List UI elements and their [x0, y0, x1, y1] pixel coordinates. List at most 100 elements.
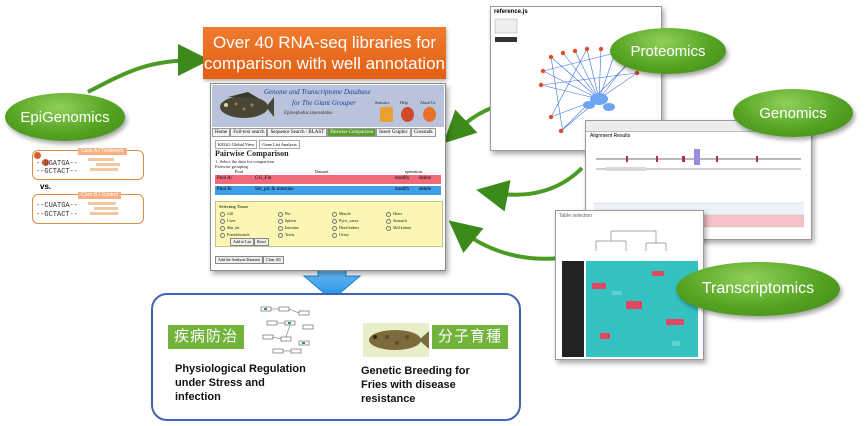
- sequence-line: --CUATGA--: [36, 202, 79, 210]
- help-icon[interactable]: [401, 107, 414, 122]
- pool-a-delete[interactable]: delete: [419, 176, 431, 181]
- database-title-line-1: Genome and Transcriptome Database: [264, 88, 371, 96]
- epigenomics-arrow: [87, 44, 210, 94]
- read-bar: [90, 212, 118, 215]
- physiological-regulation-text: Physiological Regulation under Stress an…: [175, 362, 306, 404]
- col-operation: operation: [405, 169, 422, 174]
- database-tabs: Home Full-text search Sequence Search / …: [212, 128, 444, 137]
- methyl-dot: [42, 159, 49, 166]
- sequence-line: --UGATGA--: [36, 160, 79, 168]
- tab-crosstalk[interactable]: Crosstalk: [410, 128, 436, 137]
- tissue-option[interactable]: Spleen: [278, 218, 296, 224]
- pool-row-b: Pool B: Sm_pic & intestine modify delete: [215, 186, 441, 195]
- tab-insert-graphic[interactable]: Insert Graphic: [376, 128, 411, 137]
- banner-line-1: Over 40 RNA-seq libraries for: [213, 33, 436, 52]
- genomics-toolbar: [586, 121, 811, 132]
- reset-button[interactable]: Reset: [254, 238, 269, 246]
- genomics-arrow: [476, 166, 584, 212]
- col-dataset: Dataset: [315, 169, 329, 174]
- grouper-fry-icon: [363, 323, 429, 357]
- tissue-option[interactable]: Gill: [220, 211, 233, 217]
- left-text-line: infection: [175, 391, 221, 403]
- pairwise-grouping-label: Pairwise grouping: [215, 164, 248, 169]
- banner-line-2: comparison with well annotation: [204, 54, 445, 73]
- help-label: Help: [400, 100, 408, 105]
- add-all-button[interactable]: Add the Analysis Datasets: [215, 256, 264, 264]
- pathway-diagram: [260, 306, 314, 354]
- tissue-option[interactable]: Stomach: [386, 218, 407, 224]
- pool-table: Pool Dataset operation Pool A: GG_Fin mo…: [215, 169, 441, 196]
- tab-home[interactable]: Home: [212, 128, 231, 137]
- tissue-option[interactable]: Intestine: [278, 225, 299, 231]
- tab-full-text-search[interactable]: Full-text search: [230, 128, 268, 137]
- tab-sequence-search[interactable]: Sequence Search / BLAST: [267, 128, 328, 137]
- treatment-box: [32, 150, 144, 180]
- statistics-label: Statistics: [375, 100, 390, 105]
- tissue-title: Selecting Tissue: [219, 204, 249, 209]
- methyl-dot: [34, 152, 41, 159]
- pool-table-header: Pool Dataset operation: [215, 169, 441, 175]
- pool-b-delete[interactable]: delete: [419, 187, 431, 192]
- tissue-option[interactable]: Liver: [220, 218, 236, 224]
- outcome-box: 疾病防治 Physiological Regulation under Stre…: [151, 293, 521, 421]
- pool-b-modify[interactable]: modify: [395, 187, 410, 192]
- add-to-list-button[interactable]: Add to List: [230, 238, 255, 246]
- tab-pairwise-comparison[interactable]: Pairwise Comparison: [327, 128, 377, 137]
- read-bar: [90, 168, 118, 171]
- pool-a-modify[interactable]: modify: [395, 176, 410, 181]
- tissue-option[interactable]: Testis: [278, 232, 294, 238]
- left-text-line: Physiological Regulation: [175, 363, 306, 375]
- tissue-option[interactable]: Head kidney: [332, 225, 359, 231]
- tissue-selector: Selecting Tissue Gill Fin Muscle Heart L…: [215, 201, 443, 247]
- proteomics-pill: Proteomics: [610, 28, 726, 74]
- col-pool: Pool: [235, 169, 244, 174]
- pool-b-label: Pool B:: [217, 187, 233, 192]
- epigenomics-panel: Case A / Treatment --UGATGA-- --GCTACT--…: [32, 146, 144, 226]
- about-label: About Us: [420, 100, 436, 105]
- tissue-option[interactable]: Ovary: [332, 232, 349, 238]
- clear-all-button[interactable]: Clear All: [263, 256, 284, 264]
- tissue-option[interactable]: Fin: [278, 211, 290, 217]
- statistics-icon[interactable]: [380, 107, 393, 122]
- protein-network: [494, 18, 640, 134]
- tissue-option[interactable]: Mid kidney: [386, 225, 412, 231]
- database-header: Genome and Transcriptome Database for Th…: [212, 85, 444, 127]
- right-text-line: resistance: [361, 393, 416, 405]
- tissue-option[interactable]: Pseudobranch: [220, 232, 249, 238]
- pool-row-a: Pool A: GG_Fin modify delete: [215, 175, 441, 184]
- about-icon[interactable]: [423, 107, 436, 122]
- left-text-line: under Stress and: [175, 377, 265, 389]
- proteomics-panel-title: reference.js: [494, 9, 528, 15]
- vs-label: vs.: [40, 182, 52, 191]
- transcriptomics-arrow: [448, 220, 561, 261]
- sequence-line: --GCTACT--: [36, 168, 79, 176]
- step-text: 1. Select the data for comparison: [215, 159, 275, 164]
- transcriptomics-pill: Transcriptomics: [676, 262, 840, 316]
- read-bar: [88, 202, 116, 205]
- right-text-line: Genetic Breeding for: [361, 365, 470, 377]
- right-text-line: Fries with disease: [361, 379, 456, 391]
- genomics-panel-title: Alignment Results: [590, 133, 631, 139]
- sequence-line: --GCTACT--: [36, 211, 79, 219]
- molecular-breeding-label: 分子育種: [432, 325, 509, 349]
- database-sub-tabs: KEGG Global View Gene List Analysis: [215, 140, 300, 149]
- control-tag: Case B / Control: [78, 192, 121, 199]
- tissue-option[interactable]: Muscle: [332, 211, 351, 217]
- tissue-option[interactable]: Pyric_caeca: [332, 218, 358, 224]
- pairwise-heading: Pairwise Comparison: [215, 149, 289, 158]
- database-screenshot: Genome and Transcriptome Database for Th…: [210, 83, 446, 271]
- subtab-kegg[interactable]: KEGG Global View: [215, 140, 258, 149]
- rna-seq-banner: Over 40 RNA-seq libraries for comparison…: [203, 27, 446, 79]
- database-subtitle: Epinephelus lanceolatus: [284, 111, 333, 116]
- read-bar: [96, 163, 120, 166]
- genomics-pill: Genomics: [733, 89, 853, 137]
- genetic-breeding-text: Genetic Breeding for Fries with disease …: [361, 364, 470, 406]
- read-bar: [88, 158, 114, 161]
- tissue-option[interactable]: Skn_int: [220, 225, 239, 231]
- database-title-line-2: for The Giant Grouper: [292, 99, 356, 107]
- transcriptomics-panel-title: Table selection: [559, 213, 593, 219]
- read-bar: [94, 207, 118, 210]
- epigenomics-pill: EpiGenomics: [5, 93, 125, 141]
- tissue-option[interactable]: Heart: [386, 211, 402, 217]
- subtab-gene-list[interactable]: Gene List Analysis: [259, 140, 300, 149]
